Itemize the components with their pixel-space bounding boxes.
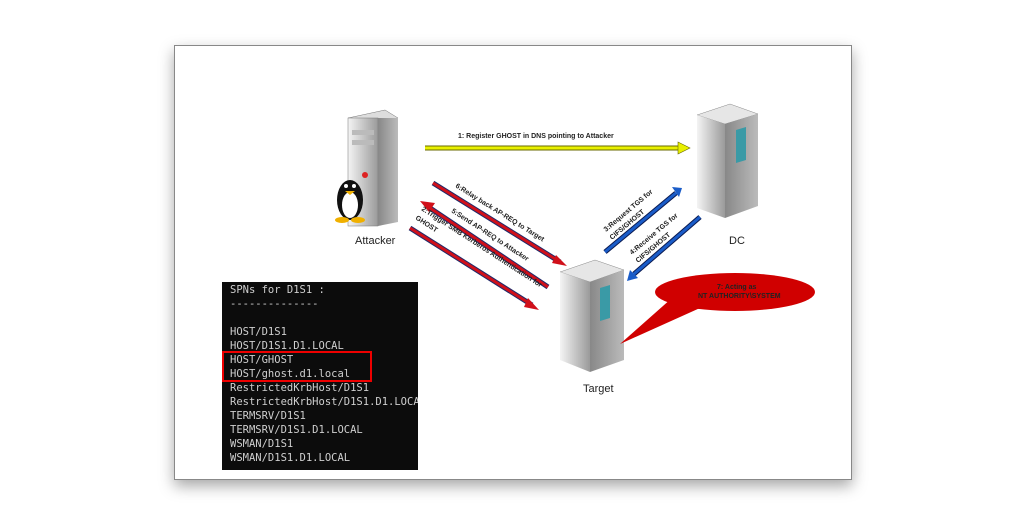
terminal-line: HOST/D1S1.D1.LOCAL	[230, 340, 344, 352]
arrow-step-6	[431, 180, 567, 266]
terminal-line: WSMAN/D1S1.D1.LOCAL	[230, 452, 351, 464]
terminal-line: RestrictedKrbHost/D1S1	[230, 382, 370, 394]
arrow-step-4	[627, 215, 702, 281]
terminal-line: HOST/ghost.d1.local	[230, 368, 351, 380]
highlight-box	[222, 351, 372, 382]
terminal-line: HOST/D1S1	[230, 326, 287, 338]
dc-server-icon	[696, 103, 759, 218]
arrow-step-5	[420, 201, 550, 290]
step-7-label-line1: 7: Acting as	[717, 284, 757, 291]
tux-penguin-icon	[335, 180, 365, 223]
arrow-step-1	[425, 141, 691, 155]
terminal-line: HOST/GHOST	[230, 354, 294, 366]
terminal-line: TERMSRV/D1S1.D1.LOCAL	[230, 424, 363, 436]
terminal-output: SPNs for D1S1 : -------------- HOST/D1S1…	[222, 282, 418, 470]
step-1-label: 1: Register GHOST in DNS pointing to Att…	[458, 133, 614, 140]
terminal-line	[222, 311, 418, 325]
target-server-icon	[559, 259, 625, 372]
attacker-server-icon	[347, 109, 399, 227]
dc-label: DC	[729, 235, 745, 247]
target-label: Target	[583, 383, 614, 395]
step-7-label-line2: NT AUTHORITY\SYSTEM	[698, 293, 781, 300]
arrow-step-3	[603, 187, 682, 254]
arrow-step-2	[408, 225, 539, 310]
terminal-line: SPNs for D1S1 :	[230, 284, 325, 296]
callout-step-7	[620, 273, 815, 344]
terminal-line: --------------	[230, 298, 319, 310]
terminal-line: RestrictedKrbHost/D1S1.D1.LOCAL	[230, 396, 418, 408]
attacker-label: Attacker	[355, 235, 396, 247]
terminal-line: WSMAN/D1S1	[230, 438, 294, 450]
terminal-line: TERMSRV/D1S1	[230, 410, 306, 422]
